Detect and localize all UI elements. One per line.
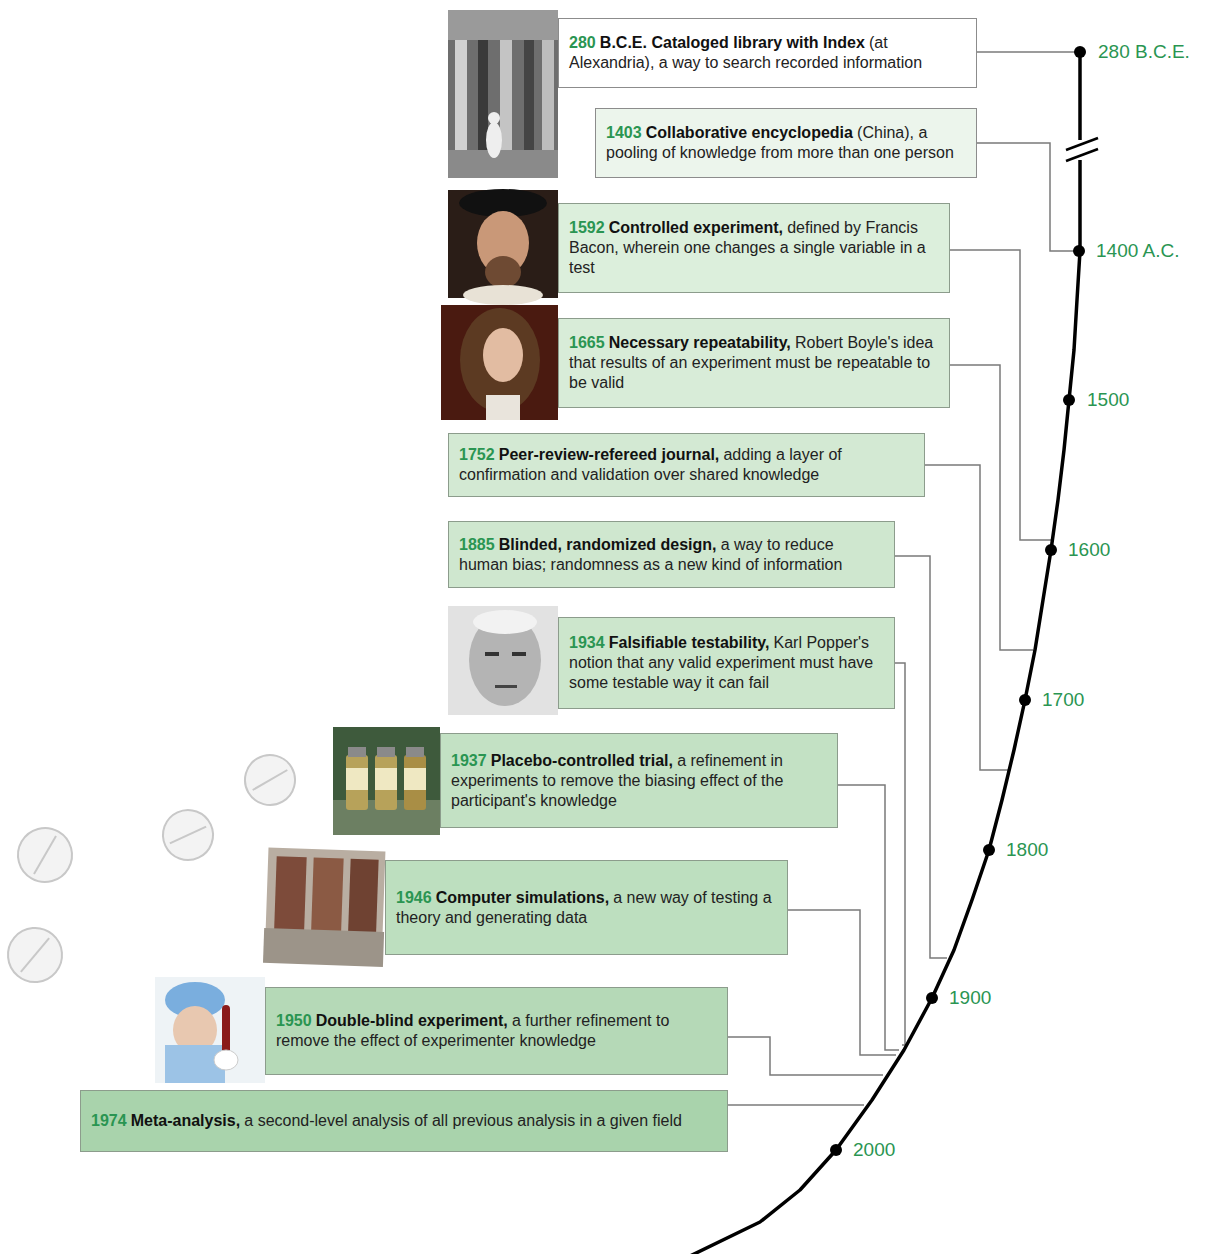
event-box: 1403Collaborative encyclopedia(China), a… — [595, 108, 977, 178]
bacon-portrait — [448, 189, 558, 305]
event-year: 1752 — [459, 446, 495, 463]
event-title: Computer simulations, — [436, 889, 609, 906]
event-title: Falsifiable testability, — [609, 634, 770, 651]
leader-line — [950, 250, 1053, 540]
computer-picture — [263, 846, 387, 967]
axis-year: 1800 — [1004, 839, 1050, 861]
event-title: Collaborative encyclopedia — [646, 124, 853, 141]
event-title: Peer-review-refereed journal, — [499, 446, 720, 463]
event-year: 1937 — [451, 752, 487, 769]
event-box: 1885Blinded, randomized design,a way to … — [448, 521, 895, 588]
leader-line — [838, 785, 899, 1050]
leader-line — [977, 51, 1080, 53]
event-title: Double-blind experiment, — [316, 1012, 508, 1029]
pill — [155, 802, 221, 868]
leader-line — [728, 1104, 864, 1106]
axis-break — [1066, 138, 1098, 150]
event-year: 1950 — [276, 1012, 312, 1029]
library-picture — [448, 10, 558, 178]
leader-line — [895, 556, 947, 958]
pill — [0, 917, 73, 993]
event-year: 1974 — [91, 1112, 127, 1129]
year-dot — [1063, 394, 1075, 406]
event-title: Necessary repeatability, — [609, 334, 791, 351]
event-text: 280B.C.E. Cataloged library with Index(a… — [569, 33, 966, 73]
event-text: 1946Computer simulations,a new way of te… — [396, 888, 777, 928]
axis-year: 1900 — [947, 987, 993, 1009]
event-text: 1950Double-blind experiment,a further re… — [276, 1011, 717, 1051]
leader-line — [728, 1037, 883, 1075]
event-text: 1665Necessary repeatability,Robert Boyle… — [569, 333, 939, 393]
axis-year: 1700 — [1040, 689, 1086, 711]
year-dot — [1019, 694, 1031, 706]
boyle-portrait — [441, 305, 558, 420]
year-dot — [983, 844, 995, 856]
event-box: 280B.C.E. Cataloged library with Index(a… — [558, 18, 977, 88]
event-year: 1403 — [606, 124, 642, 141]
event-box: 1974Meta-analysis,a second-level analysi… — [80, 1090, 728, 1152]
event-box: 1937Placebo-controlled trial,a refinemen… — [440, 733, 838, 828]
event-title: Meta-analysis, — [131, 1112, 240, 1129]
event-text: 1752Peer-review-refereed journal,adding … — [459, 445, 914, 485]
event-title: Controlled experiment, — [609, 219, 783, 236]
axis-year: 1600 — [1066, 539, 1112, 561]
event-year: 1885 — [459, 536, 495, 553]
scientist-picture — [155, 977, 265, 1083]
event-title: B.C.E. Cataloged library with Index — [600, 34, 865, 51]
event-year: 1592 — [569, 219, 605, 236]
event-year: 280 — [569, 34, 596, 51]
axis-year: 1500 — [1085, 389, 1131, 411]
pill — [8, 818, 82, 892]
leader-line — [788, 910, 896, 1055]
event-text: 1885Blinded, randomized design,a way to … — [459, 535, 884, 575]
pills — [0, 746, 304, 993]
event-box: 1592Controlled experiment,defined by Fra… — [558, 203, 950, 293]
axis-year: 280 B.C.E. — [1096, 41, 1192, 63]
axis-year: 2000 — [851, 1139, 897, 1161]
leader-line — [950, 365, 1034, 650]
event-text: 1974Meta-analysis,a second-level analysi… — [91, 1111, 682, 1131]
event-box: 1934Falsifiable testability,Karl Popper'… — [558, 617, 895, 709]
timeline-axis — [1078, 52, 1082, 140]
vials-picture — [333, 727, 440, 835]
year-dot — [830, 1144, 842, 1156]
event-title: Blinded, randomized design, — [499, 536, 717, 553]
event-year: 1946 — [396, 889, 432, 906]
event-text: 1937Placebo-controlled trial,a refinemen… — [451, 751, 827, 811]
year-dot — [1045, 544, 1057, 556]
event-text: 1934Falsifiable testability,Karl Popper'… — [569, 633, 884, 693]
event-box: 1665Necessary repeatability,Robert Boyle… — [558, 318, 950, 408]
event-text: 1592Controlled experiment,defined by Fra… — [569, 218, 939, 278]
leader-line — [977, 143, 1079, 251]
year-dot — [1073, 245, 1085, 257]
event-box: 1752Peer-review-refereed journal,adding … — [448, 433, 925, 497]
year-dot — [926, 992, 938, 1004]
event-title: Placebo-controlled trial, — [491, 752, 673, 769]
event-box: 1946Computer simulations,a new way of te… — [385, 860, 788, 955]
axis-year: 1400 A.C. — [1094, 240, 1181, 262]
event-box: 1950Double-blind experiment,a further re… — [265, 987, 728, 1075]
axis-break — [1066, 149, 1098, 161]
event-year: 1934 — [569, 634, 605, 651]
pill — [236, 746, 304, 814]
event-year: 1665 — [569, 334, 605, 351]
leader-line — [925, 465, 1008, 770]
popper-portrait — [448, 606, 558, 715]
event-description: a second-level analysis of all previous … — [244, 1112, 682, 1129]
year-dot — [1074, 46, 1086, 58]
leader-line — [895, 663, 905, 1045]
event-text: 1403Collaborative encyclopedia(China), a… — [606, 123, 966, 163]
